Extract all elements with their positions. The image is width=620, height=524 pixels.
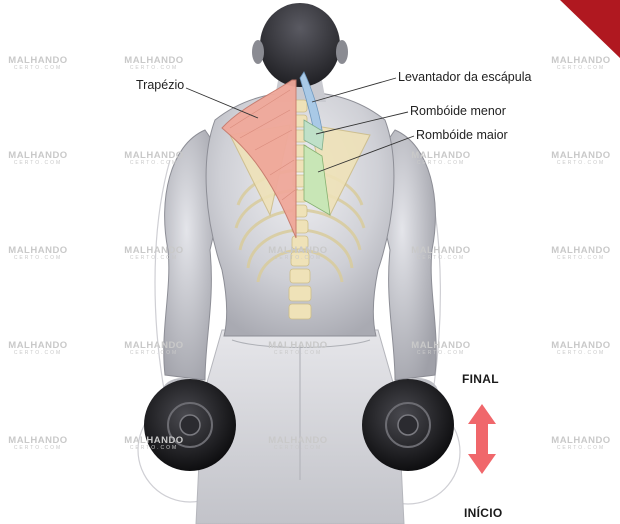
watermark-brand: MALHANDO: [268, 340, 328, 351]
watermark-sub: CERTO.COM: [416, 160, 466, 166]
watermark-sub: CERTO.COM: [13, 65, 63, 71]
watermark-brand: MALHANDO: [124, 245, 184, 256]
watermark-brand: MALHANDO: [124, 435, 184, 446]
watermark-brand: MALHANDO: [8, 55, 68, 66]
watermark-sub: CERTO.COM: [273, 350, 323, 356]
watermark-sub: CERTO.COM: [129, 255, 179, 261]
watermark-brand: MALHANDO: [8, 435, 68, 446]
watermark-brand: MALHANDO: [8, 150, 68, 161]
corner-ribbon: [560, 0, 620, 58]
watermark-sub: CERTO.COM: [13, 445, 63, 451]
watermark-brand: MALHANDO: [124, 55, 184, 66]
watermark-brand: MALHANDO: [551, 245, 611, 256]
watermark-sub: CERTO.COM: [416, 255, 466, 261]
watermark-sub: CERTO.COM: [556, 160, 606, 166]
watermark-brand: MALHANDO: [411, 340, 471, 351]
watermark-sub: CERTO.COM: [556, 350, 606, 356]
trapezius-muscle: [221, 79, 297, 239]
watermark-brand: MALHANDO: [551, 150, 611, 161]
watermark-sub: CERTO.COM: [129, 350, 179, 356]
leader-romboide-maior: [317, 135, 415, 173]
label-romboide-menor: Rombóide menor: [410, 104, 506, 118]
watermark-brand: MALHANDO: [124, 340, 184, 351]
watermark-brand: MALHANDO: [411, 150, 471, 161]
label-levantador-escapula: Levantador da escápula: [398, 70, 532, 84]
watermark-brand: MALHANDO: [551, 435, 611, 446]
watermark-brand: MALHANDO: [411, 245, 471, 256]
watermark-brand: MALHANDO: [551, 340, 611, 351]
right-dumbbell: [362, 379, 454, 471]
watermark-sub: CERTO.COM: [129, 65, 179, 71]
watermark-sub: CERTO.COM: [13, 160, 63, 166]
watermark-sub: CERTO.COM: [556, 65, 606, 71]
watermark-brand: MALHANDO: [268, 245, 328, 256]
head: [260, 3, 340, 87]
leader-levantador: [311, 77, 397, 103]
leader-trapezio: [185, 87, 259, 119]
watermark-sub: CERTO.COM: [129, 445, 179, 451]
caption-inicio: INÍCIO: [464, 506, 503, 520]
label-trapezio: Trapézio: [136, 78, 185, 92]
left-dumbbell: [144, 379, 236, 471]
watermark-brand: MALHANDO: [551, 55, 611, 66]
watermark-sub: CERTO.COM: [556, 445, 606, 451]
watermark-sub: CERTO.COM: [273, 255, 323, 261]
label-romboide-maior: Rombóide maior: [416, 128, 508, 142]
watermark-brand: MALHANDO: [8, 245, 68, 256]
watermark-brand: MALHANDO: [268, 435, 328, 446]
leader-romboide-menor: [315, 111, 409, 135]
caption-final: FINAL: [462, 372, 499, 386]
watermark-sub: CERTO.COM: [13, 255, 63, 261]
watermark-brand: MALHANDO: [8, 340, 68, 351]
watermark-sub: CERTO.COM: [556, 255, 606, 261]
watermark-sub: CERTO.COM: [273, 445, 323, 451]
movement-arrow: [468, 404, 496, 474]
rhomboid-major-muscle: [303, 144, 331, 216]
rhomboid-minor-muscle: [303, 119, 325, 151]
watermark-brand: MALHANDO: [124, 150, 184, 161]
watermark-sub: CERTO.COM: [416, 350, 466, 356]
watermark-sub: CERTO.COM: [13, 350, 63, 356]
watermark-sub: CERTO.COM: [129, 160, 179, 166]
